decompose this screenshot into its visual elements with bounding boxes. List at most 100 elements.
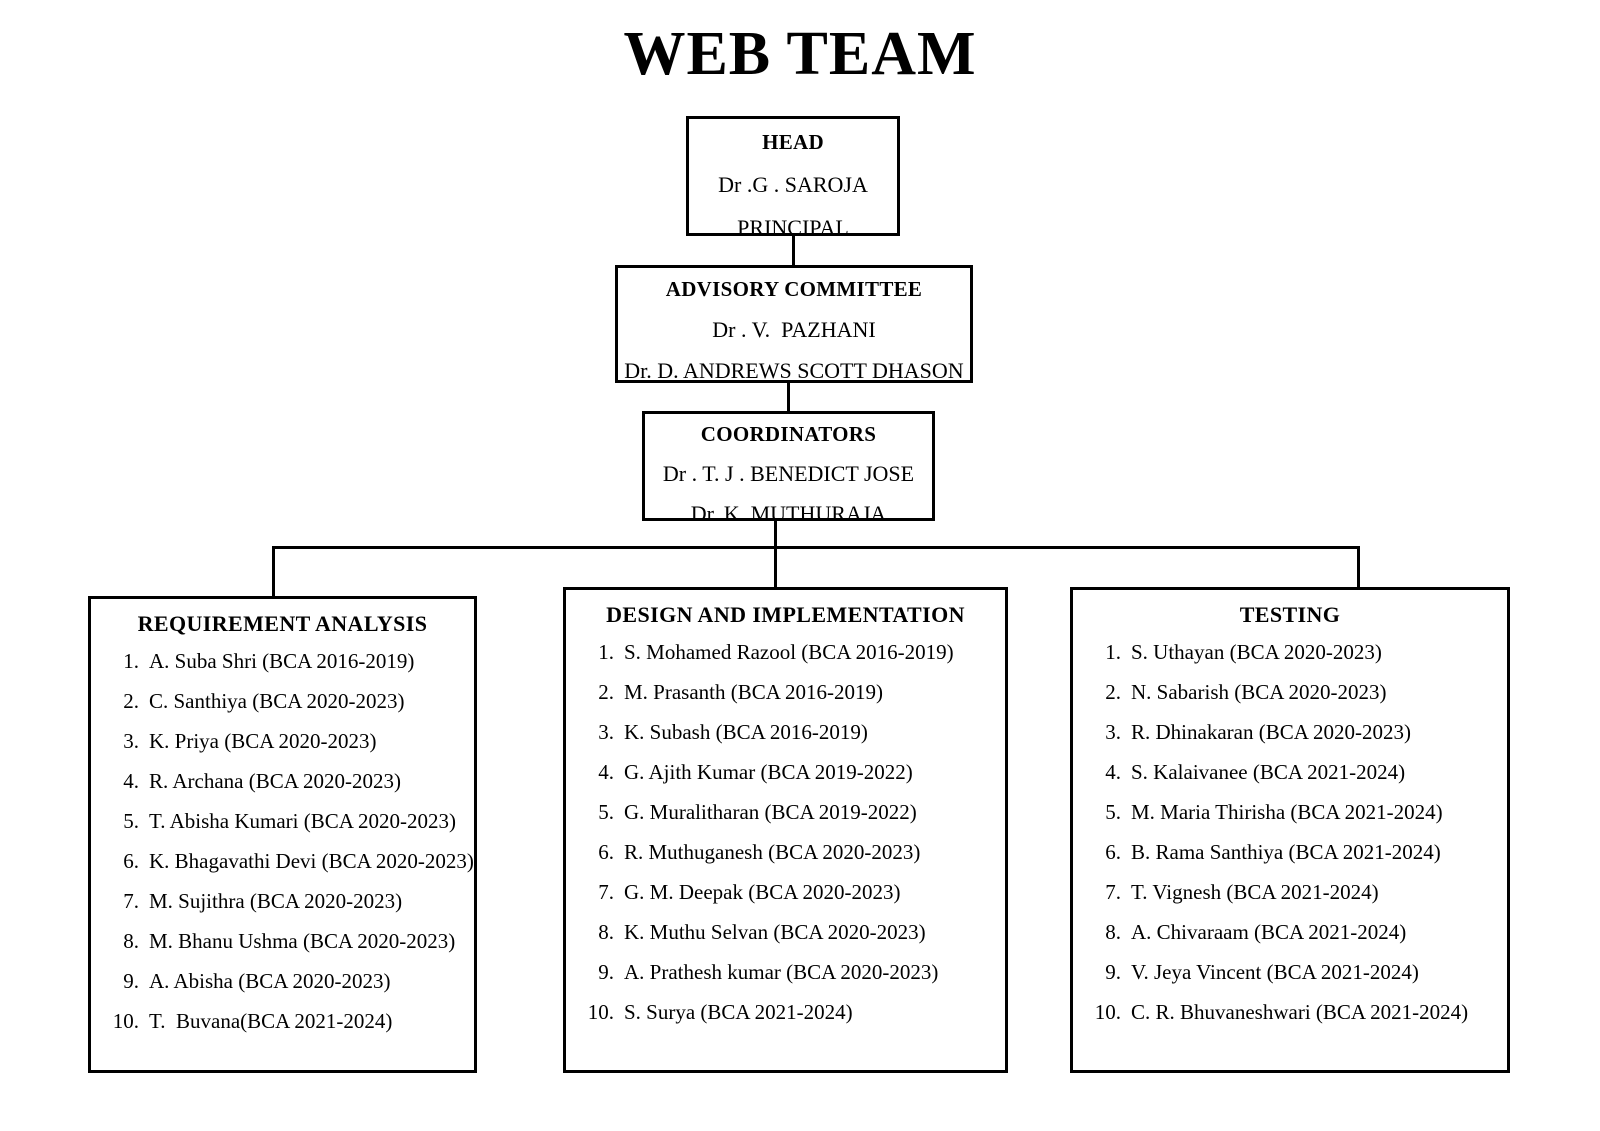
- list-item-number: 10.: [1094, 1000, 1121, 1024]
- list-item-number: 6.: [1105, 840, 1121, 864]
- connector-drop-design-implementation: [774, 546, 777, 588]
- list-item-label: A. Abisha (BCA 2020-2023): [149, 969, 391, 993]
- list-item: 5. T. Abisha Kumari (BCA 2020-2023): [91, 811, 474, 832]
- list-item-label: S. Mohamed Razool (BCA 2016-2019): [624, 640, 954, 664]
- list-item-number: 6.: [598, 840, 614, 864]
- list-item-label: M. Prasanth (BCA 2016-2019): [624, 680, 883, 704]
- list-item: 8. M. Bhanu Ushma (BCA 2020-2023): [91, 931, 474, 952]
- list-item: 7.G. M. Deepak (BCA 2020-2023): [566, 882, 1005, 903]
- list-item-number: 8.: [123, 929, 139, 953]
- list-item-label: A. Suba Shri (BCA 2016-2019): [149, 649, 415, 673]
- list-item-label: R. Archana (BCA 2020-2023): [149, 769, 401, 793]
- list-item: 3. K. Priya (BCA 2020-2023): [91, 731, 474, 752]
- node-coordinators-title: COORDINATORS: [700, 422, 877, 446]
- team-title: TESTING: [1239, 602, 1341, 627]
- node-head: HEAD Dr .G . SAROJA PRINCIPAL: [686, 116, 900, 240]
- list-item-label: K. Muthu Selvan (BCA 2020-2023): [624, 920, 926, 944]
- list-item-label: G. M. Deepak (BCA 2020-2023): [624, 880, 901, 904]
- list-item-label: R. Dhinakaran (BCA 2020-2023): [1131, 720, 1411, 744]
- list-item-number: 1.: [1105, 640, 1121, 664]
- node-team-requirement-analysis: REQUIREMENT ANALYSIS 1.A. Suba Shri (BCA…: [88, 596, 477, 1073]
- list-item: 6.K. Bhagavathi Devi (BCA 2020-2023): [91, 851, 474, 872]
- list-item-number: 8.: [1105, 920, 1121, 944]
- list-item-number: 5.: [123, 809, 139, 833]
- list-item-label: M. Maria Thirisha (BCA 2021-2024): [1131, 800, 1443, 824]
- list-item-number: 4.: [1105, 760, 1121, 784]
- node-head-line-1: Dr .G . SAROJA: [718, 172, 868, 197]
- list-item-label: T. Vignesh (BCA 2021-2024): [1131, 880, 1379, 904]
- node-team-design-and-implementation: DESIGN AND IMPLEMENTATION 1.S. Mohamed R…: [563, 587, 1008, 1073]
- list-item-label: V. Jeya Vincent (BCA 2021-2024): [1131, 960, 1419, 984]
- list-item-number: 5.: [598, 800, 614, 824]
- list-item: 1. S. Mohamed Razool (BCA 2016-2019): [566, 642, 1005, 663]
- list-item: 4.R. Archana (BCA 2020-2023): [91, 771, 474, 792]
- list-item-label: B. Rama Santhiya (BCA 2021-2024): [1131, 840, 1441, 864]
- list-item-number: 3.: [1105, 720, 1121, 744]
- node-coordinators: COORDINATORS Dr . T. J . BENEDICT JOSE D…: [642, 411, 935, 526]
- list-item: 2. M. Prasanth (BCA 2016-2019): [566, 682, 1005, 703]
- list-item-number: 2.: [123, 689, 139, 713]
- list-item: 10.T. Buvana(BCA 2021-2024): [91, 1011, 474, 1032]
- list-item: 6. R. Muthuganesh (BCA 2020-2023): [566, 842, 1005, 863]
- list-item: 10. C. R. Bhuvaneshwari (BCA 2021-2024): [1073, 1002, 1507, 1023]
- list-item-number: 10.: [112, 1009, 139, 1033]
- list-item: 7.M. Sujithra (BCA 2020-2023): [91, 891, 474, 912]
- list-item: 9. A. Prathesh kumar (BCA 2020-2023): [566, 962, 1005, 983]
- connector-drop-requirement-analysis: [272, 546, 275, 598]
- node-advisory-committee: ADVISORY COMMITTEE Dr . V. PAZHANI Dr. D…: [615, 265, 973, 383]
- list-item: 3. R. Dhinakaran (BCA 2020-2023): [1073, 722, 1507, 743]
- list-item-label: S. Uthayan (BCA 2020-2023): [1131, 640, 1382, 664]
- list-item-label: K. Priya (BCA 2020-2023): [149, 729, 377, 753]
- connector-drop-testing: [1357, 546, 1360, 588]
- node-advisory-title: ADVISORY COMMITTEE: [665, 277, 923, 301]
- list-item: 4.G. Ajith Kumar (BCA 2019-2022): [566, 762, 1005, 783]
- list-item-label: R. Muthuganesh (BCA 2020-2023): [624, 840, 921, 864]
- connector-advisory-to-coordinators: [787, 381, 790, 413]
- list-item: 9. V. Jeya Vincent (BCA 2021-2024): [1073, 962, 1507, 983]
- list-item-label: A. Chivaraam (BCA 2021-2024): [1131, 920, 1407, 944]
- node-advisory-line-2: Dr. D. ANDREWS SCOTT DHASON: [624, 358, 964, 383]
- list-item: 8. K. Muthu Selvan (BCA 2020-2023): [566, 922, 1005, 943]
- list-item-number: 7.: [123, 889, 139, 913]
- list-item: 3. K. Subash (BCA 2016-2019): [566, 722, 1005, 743]
- list-item-label: T. Abisha Kumari (BCA 2020-2023): [149, 809, 457, 833]
- list-item-number: 3.: [123, 729, 139, 753]
- list-item-label: G. Ajith Kumar (BCA 2019-2022): [624, 760, 913, 784]
- team-member-list: 1. S. Mohamed Razool (BCA 2016-2019) 2. M. …: [566, 628, 1005, 1023]
- list-item-number: 9.: [123, 969, 139, 993]
- list-item-number: 10.: [587, 1000, 614, 1024]
- list-item-label: M. Bhanu Ushma (BCA 2020-2023): [149, 929, 456, 953]
- node-coordinators-line-1: Dr . T. J . BENEDICT JOSE: [662, 461, 915, 486]
- list-item: 2. C. Santhiya (BCA 2020-2023): [91, 691, 474, 712]
- node-team-testing: TESTING 1.S. Uthayan (BCA 2020-2023)2.N.…: [1070, 587, 1510, 1073]
- list-item-label: S. Surya (BCA 2021-2024): [624, 1000, 853, 1024]
- list-item-label: A. Prathesh kumar (BCA 2020-2023): [624, 960, 939, 984]
- page-title: WEB TEAM: [623, 20, 977, 88]
- connector-coordinators-to-bus: [774, 519, 777, 548]
- list-item-label: S. Kalaivanee (BCA 2021-2024): [1131, 760, 1406, 784]
- list-item-number: 8.: [598, 920, 614, 944]
- node-advisory-line-1: Dr . V. PAZHANI: [712, 317, 876, 342]
- list-item-number: 9.: [1105, 960, 1121, 984]
- list-item-label: K. Subash (BCA 2016-2019): [624, 720, 868, 744]
- team-member-list: 1.S. Uthayan (BCA 2020-2023)2.N. Sabaris…: [1073, 628, 1507, 1023]
- list-item-number: 9.: [598, 960, 614, 984]
- list-item-number: 5.: [1105, 800, 1121, 824]
- list-item: 5.G. Muralitharan (BCA 2019-2022): [566, 802, 1005, 823]
- list-item: 9. A. Abisha (BCA 2020-2023): [91, 971, 474, 992]
- list-item-number: 2.: [1105, 680, 1121, 704]
- node-coordinators-line-2: Dr. K. MUTHURAJA: [690, 501, 887, 526]
- node-head-line-2: PRINCIPAL: [737, 215, 849, 240]
- list-item-number: 1.: [598, 640, 614, 664]
- list-item: 5. M. Maria Thirisha (BCA 2021-2024): [1073, 802, 1507, 823]
- list-item-number: 1.: [123, 649, 139, 673]
- connector-head-to-advisory: [792, 235, 795, 267]
- list-item-label: C. R. Bhuvaneshwari (BCA 2021-2024): [1131, 1000, 1469, 1024]
- list-item-number: 6.: [123, 849, 139, 873]
- list-item-label: C. Santhiya (BCA 2020-2023): [149, 689, 405, 713]
- list-item-number: 3.: [598, 720, 614, 744]
- list-item-number: 7.: [1105, 880, 1121, 904]
- list-item: 1. S. Uthayan (BCA 2020-2023): [1073, 642, 1507, 663]
- list-item-number: 2.: [598, 680, 614, 704]
